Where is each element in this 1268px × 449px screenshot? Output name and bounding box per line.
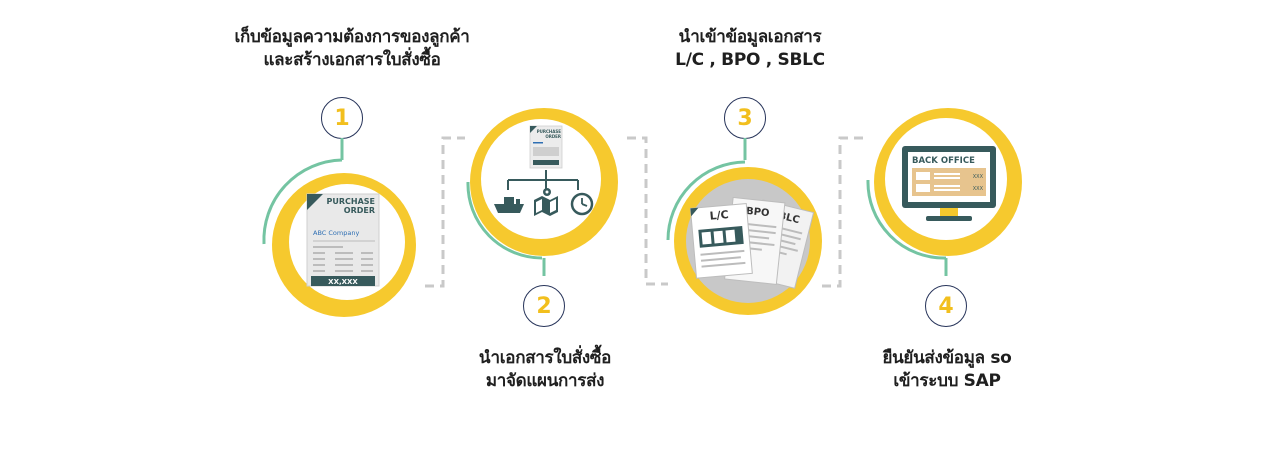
doc-amount: XX,XXX <box>328 278 358 286</box>
step-1-graphic: PURCHASE ORDER ABC Company XX,XXX <box>262 138 416 317</box>
step-4-number-badge: 4 <box>925 285 967 327</box>
step-3-number-badge: 3 <box>724 97 766 139</box>
small-doc-title-line1: PURCHASE <box>537 129 562 134</box>
map-icon <box>534 188 558 216</box>
connector-3-4 <box>822 136 866 288</box>
step-2-graphic: PURCHASE ORDER <box>466 108 618 276</box>
doc-label-bpo: BPO <box>745 206 769 219</box>
purchase-order-document-icon: PURCHASE ORDER ABC Company XX,XXX <box>306 193 380 287</box>
small-doc-title-line2: ORDER <box>545 134 561 139</box>
purchase-order-small-icon: PURCHASE ORDER <box>529 125 563 169</box>
step-4-title: ยืนยันส่งข้อมูล so เข้าระบบ SAP <box>842 347 1052 393</box>
lc-bpo-sblc-documents-icon: SBLC BPO L/C <box>689 196 815 289</box>
step-1-title-line2: และสร้างเอกสารใบสั่งซื้อ <box>263 50 441 70</box>
doc-title-line2: ORDER <box>344 206 375 215</box>
step-2-number-badge: 2 <box>523 285 565 327</box>
doc-label-lc: L/C <box>709 208 729 223</box>
step-3-graphic: SBLC BPO L/C <box>666 138 822 315</box>
step-1-title-line1: เก็บข้อมูลความต้องการของลูกค้า <box>234 27 470 47</box>
step-4-title-line2: เข้าระบบ SAP <box>893 371 1001 391</box>
screen-value-2: XXX <box>973 186 984 192</box>
doc-company: ABC Company <box>313 229 359 237</box>
screen-value-1: XXX <box>973 174 984 180</box>
step-2-title-line2: มาจัดแผนการส่ง <box>485 371 605 391</box>
step-3-title-line1: นำเข้าข้อมูลเอกสาร <box>678 27 822 47</box>
clock-icon <box>570 192 594 216</box>
ship-icon <box>494 197 524 213</box>
step-3-title: นำเข้าข้อมูลเอกสาร L/C , BPO , SBLC <box>650 26 850 72</box>
step-1-number-badge: 1 <box>321 97 363 139</box>
step-2-title: นำเอกสารใบสั่งซื้อ มาจัดแผนการส่ง <box>440 347 650 393</box>
back-office-monitor-icon: BACK OFFICE XXX XXX <box>902 146 996 221</box>
connector-1-2 <box>425 136 465 288</box>
step-4-graphic: BACK OFFICE XXX XXX <box>866 108 1022 276</box>
step-1-title: เก็บข้อมูลความต้องการของลูกค้า และสร้างเ… <box>212 26 492 72</box>
step-2-title-line1: นำเอกสารใบสั่งซื้อ <box>478 348 612 368</box>
step-4-title-line1: ยืนยันส่งข้อมูล so <box>882 348 1012 368</box>
connector-2-3 <box>627 136 668 286</box>
step-3-title-line2: L/C , BPO , SBLC <box>675 50 825 70</box>
screen-title: BACK OFFICE <box>912 156 975 166</box>
doc-title-line1: PURCHASE <box>326 197 375 206</box>
